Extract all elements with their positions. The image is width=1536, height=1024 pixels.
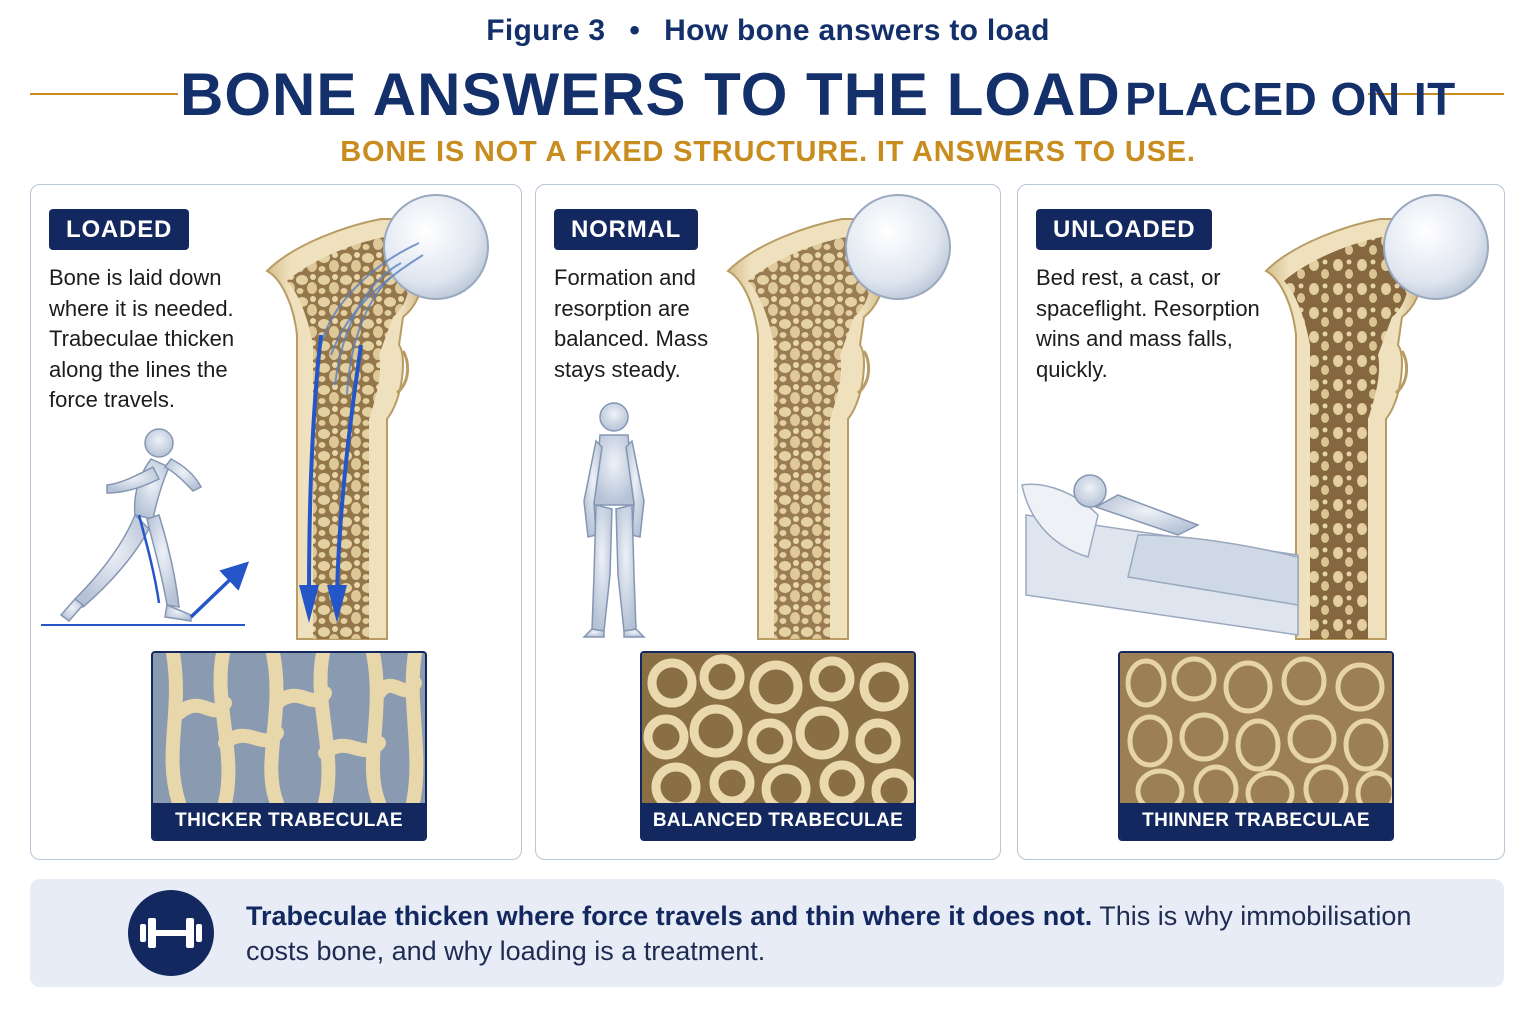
callout-text: Trabeculae thicken where force travels a…	[246, 899, 1446, 969]
description-line: Trabeculae thicken	[49, 326, 235, 351]
description-line: spaceflight. Resorption	[1036, 295, 1260, 321]
panel-loaded: LOADED Bone is laid down where it is nee…	[30, 184, 522, 860]
runner-figure	[59, 428, 203, 623]
panel-unloaded: UNLOADED Bed rest, a cast, or spacefligh…	[1017, 184, 1505, 860]
description-line: quickly.	[1036, 356, 1108, 382]
subtitle: BONE IS NOT A FIXED STRUCTURE. IT ANSWER…	[340, 136, 1196, 168]
standing-figure	[582, 402, 646, 638]
bed-rest-figure	[1021, 474, 1299, 636]
inset-label: BALANCED TRABECULAE	[642, 803, 914, 839]
femur-unloaded	[1264, 194, 1489, 640]
description-line: wins and mass falls,	[1036, 326, 1233, 351]
panel-description: Bone is laid down where it is needed. Tr…	[49, 263, 234, 416]
normal-illustration	[582, 194, 951, 640]
description-line: along the lines the	[49, 356, 228, 382]
unloaded-illustration	[1021, 194, 1489, 640]
femur-normal	[726, 194, 951, 640]
callout-box: Trabeculae thicken where force travels a…	[30, 879, 1504, 987]
title-rule-left	[30, 93, 178, 95]
description-line: stays steady.	[554, 356, 681, 382]
description-line: force travels.	[49, 387, 175, 412]
force-arrows	[299, 334, 363, 623]
title-tail: PLACED ON IT	[1125, 73, 1456, 125]
description-line: where it is needed.	[49, 295, 234, 321]
figure-label: Figure 3 • How bone answers to load	[0, 14, 1536, 48]
inset-label: THINNER TRABECULAE	[1120, 803, 1392, 839]
ground-force-arrow	[189, 561, 250, 619]
separator: •	[629, 14, 641, 47]
dumbbell-icon	[128, 890, 214, 976]
badge-normal: NORMAL	[554, 209, 699, 250]
callout-bold: Trabeculae thicken where force travels a…	[246, 901, 1093, 931]
panel-description: Formation and resorption are balanced. M…	[554, 263, 708, 385]
page-title: BONE ANSWERS TO THE LOAD PLACED ON IT	[180, 60, 1455, 146]
title-rule-right	[1368, 93, 1504, 95]
panel-description: Bed rest, a cast, or spaceflight. Resorp…	[1036, 263, 1260, 385]
panel-normal: NORMAL Formation and resorption are bala…	[535, 184, 1001, 860]
description-line: Bone is laid down	[49, 265, 222, 290]
description-line: resorption are	[554, 295, 690, 321]
femur-loaded	[265, 194, 489, 640]
callout-normal: This is why immobilisation costs bone, a…	[246, 901, 1412, 966]
figure-number: Figure 3	[486, 14, 606, 47]
description-line: balanced. Mass	[554, 326, 709, 351]
description-line: Formation and	[554, 265, 696, 290]
badge-loaded: LOADED	[49, 209, 190, 250]
inset-thinner: THINNER TRABECULAE	[1118, 651, 1394, 841]
description-line: Bed rest, a cast, or	[1036, 265, 1221, 290]
badge-unloaded: UNLOADED	[1036, 209, 1213, 250]
inset-balanced: BALANCED TRABECULAE	[640, 651, 916, 841]
force-lines	[320, 242, 424, 396]
inset-label: THICKER TRABECULAE	[153, 803, 425, 839]
inset-thicker: THICKER TRABECULAE	[151, 651, 427, 841]
loaded-illustration	[41, 194, 489, 640]
title-main: BONE ANSWERS TO THE LOAD	[180, 61, 1121, 128]
figure-caption: How bone answers to load	[664, 14, 1050, 47]
leg-force-line	[137, 514, 161, 604]
